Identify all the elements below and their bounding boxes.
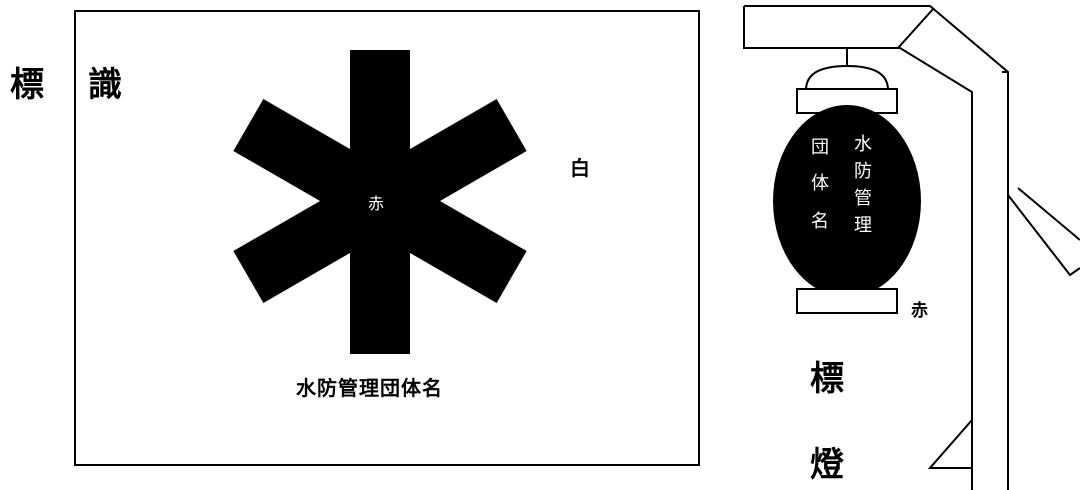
lantern-pole: [743, 5, 1080, 490]
lantern-bottom-cap: [796, 288, 898, 314]
org-name-label: 水防管理団体名: [296, 376, 443, 400]
pole-inner-outline: [743, 6, 973, 490]
lantern-char: 名: [811, 211, 829, 232]
asterisk-diagonal-bar-2: [233, 99, 527, 303]
side-arm-lower: [1007, 194, 1080, 277]
center-color-label: 赤: [368, 194, 385, 213]
lantern-char: 管: [854, 188, 872, 209]
pole-outer-outline: [744, 5, 1009, 490]
sign-flag-frame: [74, 10, 700, 466]
lantern-title-top: 標: [810, 359, 844, 399]
lower-brace: [927, 419, 973, 469]
background-color-label: 白: [570, 156, 590, 180]
lantern-char: 防: [854, 161, 872, 182]
sign-title-right: 識: [88, 65, 122, 105]
lantern-char: 理: [854, 215, 872, 236]
lantern-title-bottom: 燈: [810, 445, 844, 485]
asterisk-symbol: [233, 50, 527, 354]
lantern-text-right-column: 水 防 管 理: [852, 131, 874, 239]
lantern: [773, 48, 921, 314]
bracket-corner-line: [897, 7, 935, 49]
sign-title-left: 標: [10, 65, 44, 105]
lantern-char: 水: [854, 134, 872, 155]
side-arm-upper: [1017, 187, 1080, 241]
lantern-text-left-column: 団 体 名: [809, 131, 831, 241]
lantern-cap-color-label: 赤: [911, 301, 928, 321]
lantern-body: [773, 105, 921, 297]
lantern-char: 体: [811, 173, 829, 194]
lantern-char: 団: [811, 137, 829, 158]
lantern-top-dome: [804, 64, 890, 91]
